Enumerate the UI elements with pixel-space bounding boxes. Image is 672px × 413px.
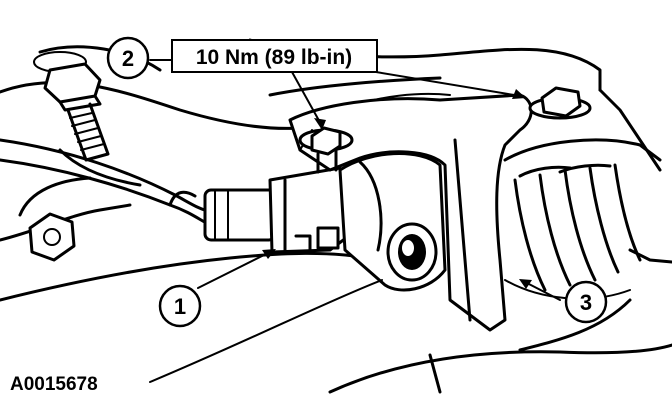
bracket-bolt-right <box>528 86 592 120</box>
callout-2-label: 2 <box>122 46 134 71</box>
mounting-bracket <box>288 93 533 332</box>
callout-3-label: 3 <box>580 290 592 315</box>
callout-1: 1 <box>158 284 202 328</box>
leader-lines <box>149 59 561 383</box>
figure-id: A0015678 <box>10 374 98 395</box>
callout-3: 3 <box>564 280 608 324</box>
sensor-body <box>338 152 447 292</box>
left-nut <box>28 212 76 262</box>
torque-text: 10 Nm (89 lb-in) <box>196 46 352 69</box>
bracket-bolt-left <box>298 126 354 174</box>
finned-housing <box>503 138 662 300</box>
sensor-connector <box>203 166 352 254</box>
callout-2: 2 <box>106 36 150 80</box>
torque-label: 10 Nm (89 lb-in) <box>171 39 378 73</box>
long-bolt <box>43 62 110 162</box>
callout-1-label: 1 <box>174 294 186 319</box>
wiring-harness <box>0 138 214 227</box>
